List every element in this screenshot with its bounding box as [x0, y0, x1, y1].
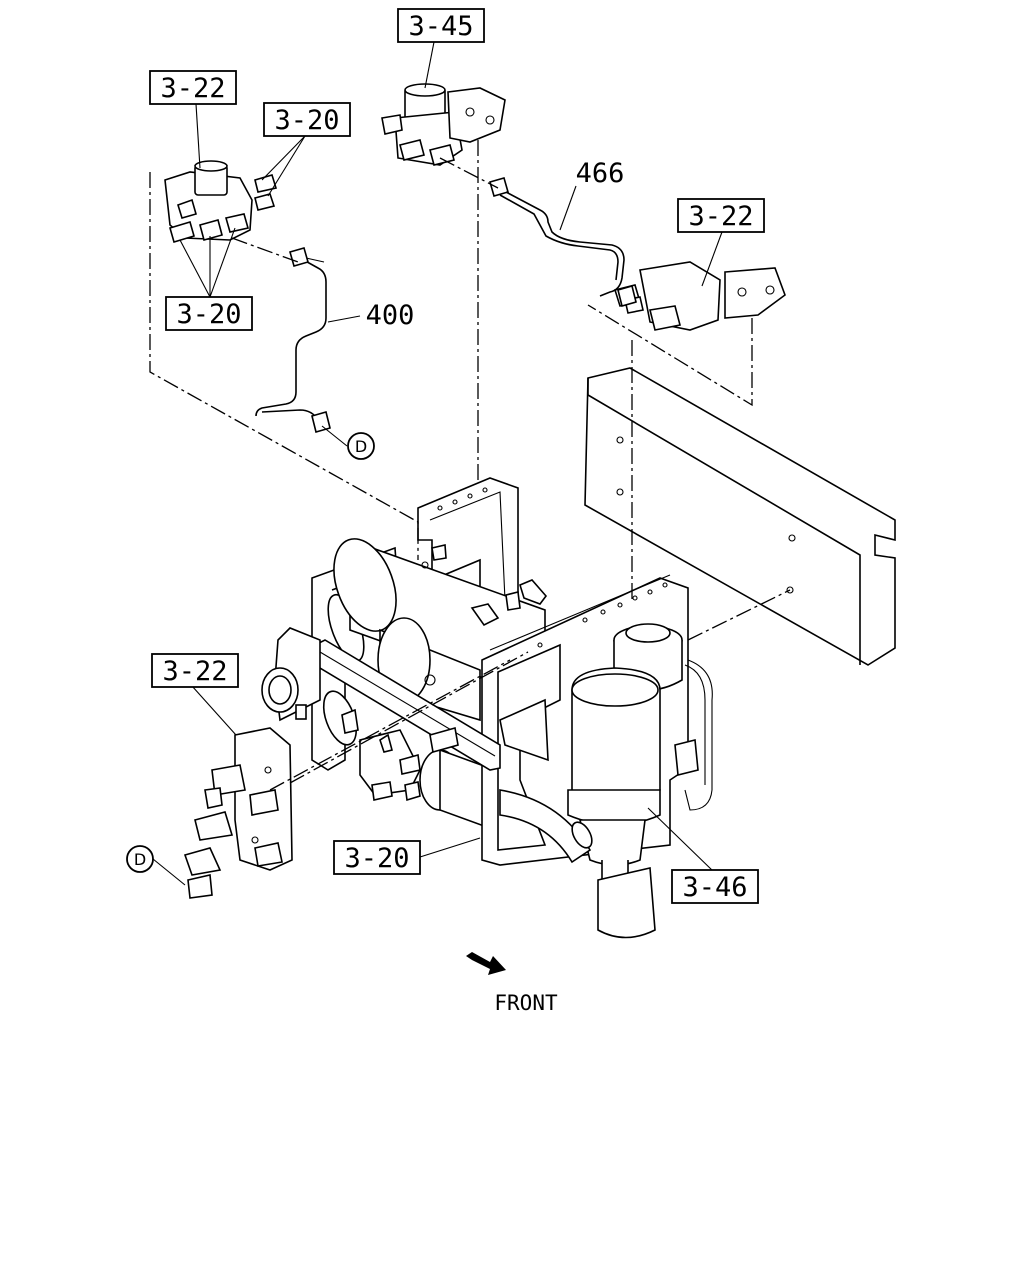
callout-3-45[interactable]: 3-45 [397, 8, 485, 43]
callout-3-20-top-label: 3-20 [274, 105, 339, 136]
right-valve-assembly [613, 261, 786, 331]
center-valve-cluster [341, 708, 459, 802]
callout-3-22-right-label: 3-22 [688, 201, 753, 232]
left-valve-assembly [183, 727, 293, 899]
callout-3-22-left-label: 3-22 [162, 656, 227, 687]
connector-d-top[interactable]: D [347, 432, 375, 460]
callout-3-20-top[interactable]: 3-20 [263, 102, 351, 137]
callout-3-45-label: 3-45 [408, 11, 473, 42]
callout-3-22-right[interactable]: 3-22 [677, 198, 765, 233]
front-label: FRONT [494, 991, 558, 1015]
callout-3-22-top[interactable]: 3-22 [149, 70, 237, 105]
connector-d-bottom[interactable]: D [126, 845, 154, 873]
callout-3-20-bottom-label: 3-20 [344, 843, 409, 874]
callout-466-label: 466 [576, 158, 625, 189]
callout-3-22-top-label: 3-22 [160, 73, 225, 104]
callout-3-20-mid-label: 3-20 [176, 299, 241, 330]
callout-3-46-label: 3-46 [682, 872, 747, 903]
connector-d-top-label: D [355, 437, 367, 456]
elbow-pipe [499, 789, 593, 864]
tank-fittings [431, 544, 548, 627]
callout-400-label: 400 [366, 300, 415, 331]
callout-3-22-left[interactable]: 3-22 [151, 653, 239, 688]
chassis-frame-rail [584, 367, 896, 666]
callout-leaders [152, 41, 723, 886]
callout-3-46[interactable]: 3-46 [671, 869, 759, 904]
pipe-466 [489, 177, 637, 307]
callout-3-20-mid[interactable]: 3-20 [165, 296, 253, 331]
top-left-valve-assembly [164, 160, 278, 243]
callout-3-20-bottom[interactable]: 3-20 [333, 840, 421, 875]
front-direction-arrow-icon [466, 952, 506, 975]
pipe-400 [255, 247, 331, 433]
side-pump-housing [261, 627, 321, 722]
callout-466[interactable]: 466 [576, 158, 625, 189]
leader-lines [149, 140, 791, 791]
connector-d-bottom-label: D [134, 850, 146, 869]
top-solenoid-valve [381, 83, 506, 166]
callout-400[interactable]: 400 [366, 300, 415, 331]
booster-assembly [567, 623, 713, 939]
